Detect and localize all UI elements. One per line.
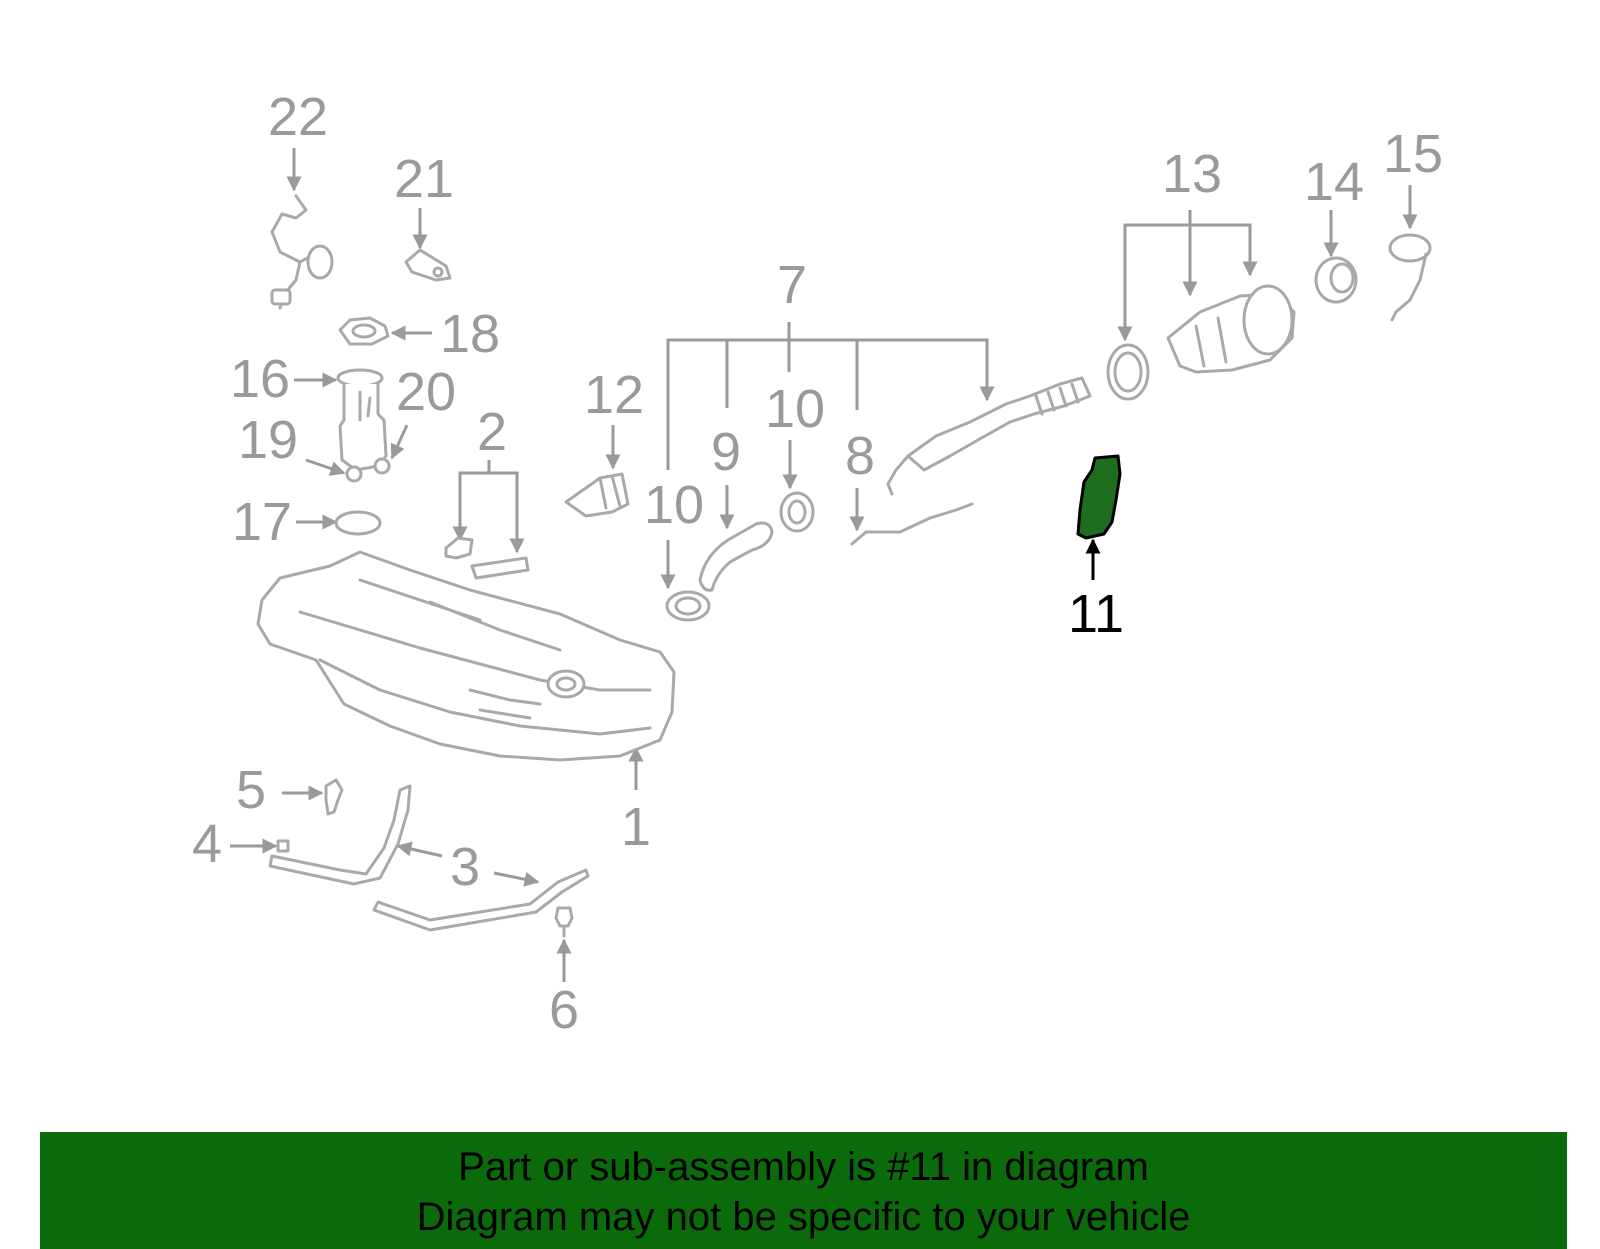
callout-20: 20 xyxy=(396,362,456,422)
callout-10-upper: 10 xyxy=(765,379,825,439)
part-2-pads xyxy=(444,536,530,580)
callout-22: 22 xyxy=(268,87,328,147)
part-15-fuel-cap xyxy=(1388,233,1432,322)
callout-19: 19 xyxy=(238,410,298,470)
part-3-straps xyxy=(268,784,590,932)
part-12-shield xyxy=(564,472,630,518)
part-6-bolt xyxy=(554,906,574,938)
part-17-o-ring xyxy=(334,510,382,536)
part-18-lock-ring xyxy=(338,316,390,346)
part-21-clip xyxy=(404,248,452,282)
part-11-bracket xyxy=(1076,454,1122,540)
callout-21: 21 xyxy=(394,149,454,209)
callout-2: 2 xyxy=(477,402,507,462)
callout-18: 18 xyxy=(440,304,500,364)
callout-10-lower: 10 xyxy=(644,475,704,535)
part-13-filler-housing xyxy=(1106,284,1296,401)
part-8-vent-tube xyxy=(850,502,974,546)
leader-lines xyxy=(230,148,1418,982)
part-1-fuel-tank xyxy=(256,550,676,762)
part-22-sender-harness xyxy=(270,194,334,310)
callout-3: 3 xyxy=(450,837,480,897)
part-9-hose xyxy=(698,521,774,592)
callout-15: 15 xyxy=(1383,124,1443,184)
part-14-grommet xyxy=(1314,256,1358,304)
part-10-clamp-upper xyxy=(779,491,815,533)
callout-14: 14 xyxy=(1304,152,1364,212)
callout-16: 16 xyxy=(230,349,290,409)
callout-17: 17 xyxy=(232,492,292,552)
callout-11: 11 xyxy=(1068,584,1124,644)
callout-13: 13 xyxy=(1162,144,1222,204)
info-banner: Part or sub-assembly is #11 in diagram D… xyxy=(40,1132,1567,1249)
part-16-fuel-pump-module xyxy=(336,368,391,483)
callout-9: 9 xyxy=(711,422,741,482)
banner-line-part: Part or sub-assembly is #11 in diagram xyxy=(458,1145,1149,1189)
callout-6: 6 xyxy=(549,980,579,1040)
callout-4: 4 xyxy=(192,814,222,874)
part-7-filler-pipe xyxy=(886,376,1092,496)
callout-8: 8 xyxy=(845,426,875,486)
callout-5: 5 xyxy=(236,760,266,820)
callout-7: 7 xyxy=(777,255,807,315)
banner-line-disclaimer: Diagram may not be specific to your vehi… xyxy=(416,1195,1191,1239)
part-10-clamp-lower xyxy=(665,590,711,622)
part-5-bolt xyxy=(324,778,344,816)
callout-12: 12 xyxy=(584,365,644,425)
part-4-nut xyxy=(276,839,290,853)
parts-diagram: 22 21 18 16 20 19 17 2 12 7 10 10 9 8 13… xyxy=(192,87,1443,1040)
callout-1: 1 xyxy=(621,797,651,857)
